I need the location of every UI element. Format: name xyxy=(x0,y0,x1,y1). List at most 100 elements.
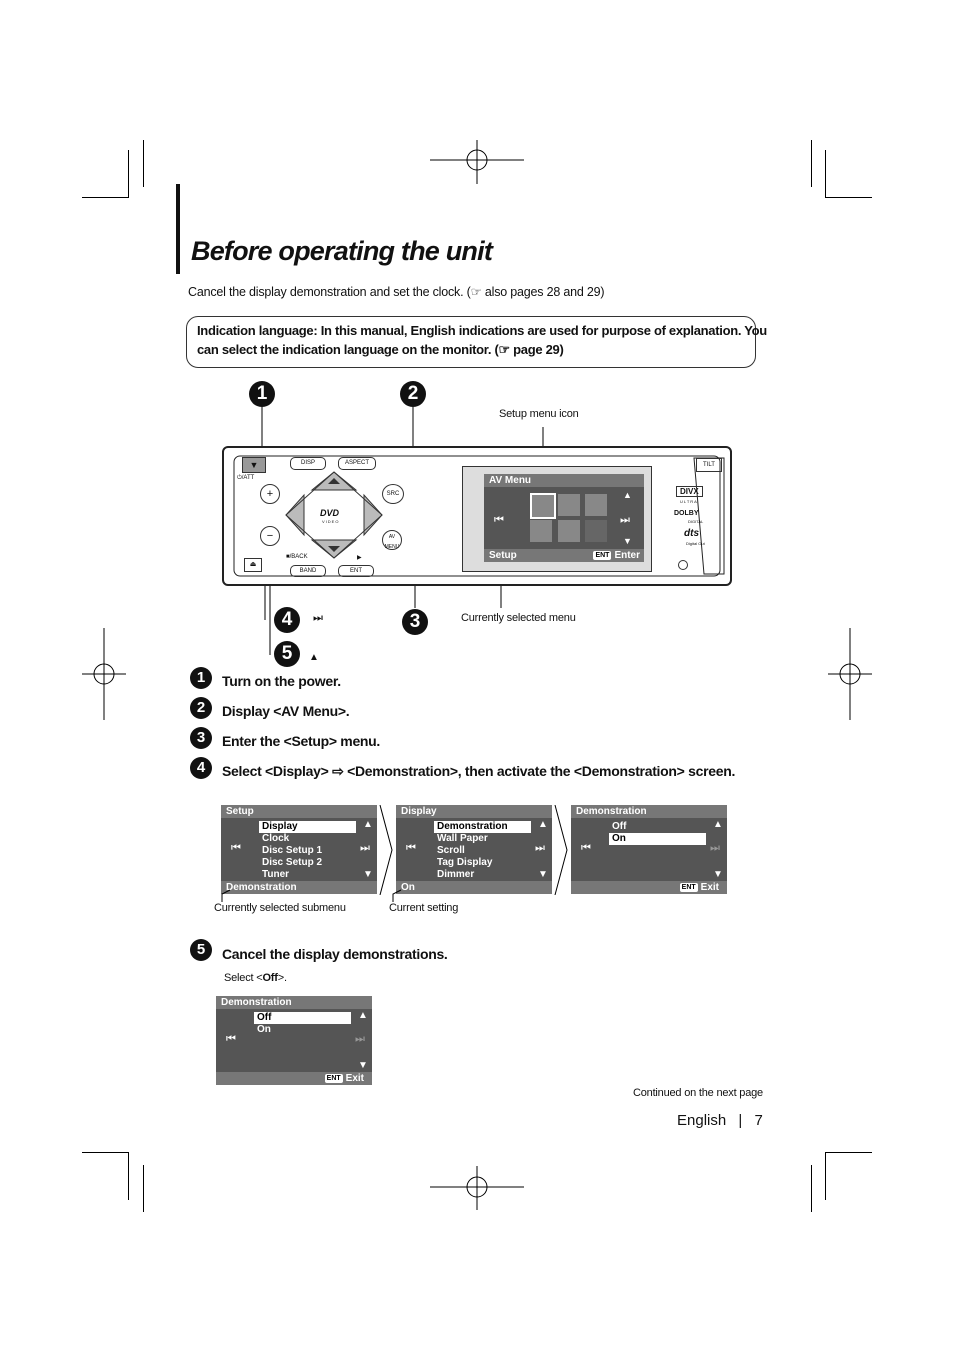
demo2-screen-header: Demonstration xyxy=(216,996,372,1009)
setup-item-clock[interactable]: Clock xyxy=(262,833,290,844)
label-currently-selected-submenu: Currently selected submenu xyxy=(214,902,346,914)
setup-screen-footer: Demonstration xyxy=(221,881,377,894)
step-3-text: Enter the <Setup> menu. xyxy=(222,733,381,749)
music-icon[interactable] xyxy=(530,520,552,542)
step-5-text: Cancel the display demonstrations. xyxy=(222,946,448,962)
demo2-up-icon: ▲ xyxy=(358,1010,368,1021)
av-menu-button[interactable]: AV MENU xyxy=(382,530,402,550)
screen-leader-lines xyxy=(221,889,402,902)
step-3-number: 3 xyxy=(190,727,212,749)
back-label: ■/BACK xyxy=(286,554,308,560)
demo2-next-icon: ⏭ xyxy=(355,1033,365,1045)
att-label: ⏻/ATT xyxy=(237,475,255,481)
display-item-demonstration[interactable]: Demonstration xyxy=(434,821,531,833)
speaker-icon[interactable] xyxy=(585,494,607,516)
language-note: Indication language: In this manual, Eng… xyxy=(186,316,767,368)
select-suffix: >. xyxy=(277,972,287,984)
registration-mark-right xyxy=(828,628,872,720)
setup-screen-header: Setup xyxy=(221,805,377,818)
demo2-prev-icon: ⏮ xyxy=(226,1033,236,1045)
device-faceplate: ▼ ⏻/ATT DISP ASPECT TILT + − SRC AV MENU… xyxy=(222,446,732,586)
reset-button[interactable] xyxy=(678,560,688,570)
dolby-digital-logo: DIGITAL xyxy=(688,519,704,524)
select-prefix: Select < xyxy=(224,972,263,984)
blank-icon xyxy=(585,520,607,542)
callout-5: 5 xyxy=(274,641,300,667)
continued-note: Continued on the next page xyxy=(633,1087,763,1099)
power-button[interactable]: ▼ xyxy=(242,457,266,473)
setup-item-tuner[interactable]: Tuner xyxy=(262,869,290,880)
note-line-2: can select the indication language on th… xyxy=(197,342,564,357)
step-4-text: Select <Display> ⇨ <Demonstration>, then… xyxy=(222,763,736,779)
ent-badge: ENT xyxy=(593,550,612,560)
display-item-scroll[interactable]: Scroll xyxy=(437,845,465,856)
equalizer-icon[interactable] xyxy=(558,494,580,516)
demo-item-on[interactable]: On xyxy=(609,833,706,845)
band-button[interactable]: BAND xyxy=(290,565,326,577)
demo2-item-on[interactable]: On xyxy=(257,1024,271,1035)
disp-button[interactable]: DISP xyxy=(290,457,326,470)
display-item-tag-display[interactable]: Tag Display xyxy=(437,857,493,868)
src-button[interactable]: SRC xyxy=(382,484,404,504)
setup-item-disc-setup-1[interactable]: Disc Setup 1 xyxy=(262,845,323,856)
demo2-item-off[interactable]: Off xyxy=(254,1012,351,1024)
registration-mark-bottom xyxy=(430,1166,524,1210)
direction-pad[interactable] xyxy=(284,470,384,560)
step-2-number: 2 xyxy=(190,697,212,719)
volume-down-button[interactable]: − xyxy=(260,526,280,546)
display-screen: Display Demonstration Wall Paper Scroll … xyxy=(396,805,552,894)
footer-separator: | xyxy=(738,1112,743,1129)
callout-3: 3 xyxy=(402,609,428,635)
display-next-icon: ⏭ xyxy=(535,842,545,854)
down-arrow-icon: ▼ xyxy=(623,536,632,546)
chevron-right-icon xyxy=(379,805,393,895)
display-prev-icon: ⏮ xyxy=(406,842,416,854)
step-1-number: 1 xyxy=(190,667,212,689)
dts-digital-out-logo: Digital Out xyxy=(686,541,705,546)
demo-next-icon: ⏭ xyxy=(710,842,720,854)
intro-text: Cancel the display demonstration and set… xyxy=(188,285,605,299)
demo-item-off[interactable]: Off xyxy=(612,821,627,832)
display-item-dimmer[interactable]: Dimmer xyxy=(437,869,475,880)
ent-button[interactable]: ENT xyxy=(338,565,374,577)
tilt-button[interactable]: TILT xyxy=(696,458,722,472)
setup-prev-icon: ⏮ xyxy=(231,842,241,854)
select-value: Off xyxy=(262,972,278,984)
page-footer: English | 7 xyxy=(677,1112,763,1129)
aspect-button[interactable]: ASPECT xyxy=(338,457,376,470)
play-label: ▶ xyxy=(357,555,362,561)
setup-item-disc-setup-2[interactable]: Disc Setup 2 xyxy=(262,857,323,868)
page-number: 7 xyxy=(754,1112,763,1129)
footer-language: English xyxy=(677,1112,727,1129)
setup-up-icon: ▲ xyxy=(363,819,373,830)
label-setup-menu-icon: Setup menu icon xyxy=(499,408,579,420)
dvd-logo: DVD xyxy=(320,508,340,518)
setup-next-icon: ⏭ xyxy=(360,842,370,854)
display-item-wall-paper[interactable]: Wall Paper xyxy=(437,833,488,844)
setup-down-icon: ▼ xyxy=(363,869,373,880)
step-1-text: Turn on the power. xyxy=(222,673,341,689)
volume-up-button[interactable]: + xyxy=(260,484,280,504)
demo-prev-icon: ⏮ xyxy=(581,842,591,854)
demo-down-icon: ▼ xyxy=(713,869,723,880)
screen-header: AV Menu xyxy=(484,474,644,487)
demo2-ent-badge: ENT xyxy=(324,1073,343,1083)
display-screen-footer: On xyxy=(396,881,552,894)
eject-button[interactable]: ⏏ xyxy=(244,558,262,572)
callout-1: 1 xyxy=(249,381,275,407)
title-bar xyxy=(176,184,180,274)
demo2-down-icon: ▼ xyxy=(358,1060,368,1071)
label-current-setting: Current setting xyxy=(389,902,459,914)
prev-icon: ⏮ xyxy=(494,514,504,526)
setup-menu-icon[interactable] xyxy=(530,493,556,519)
demo-ent-badge: ENT xyxy=(679,882,698,892)
setup-item-display[interactable]: Display xyxy=(259,821,356,833)
display-screen-header: Display xyxy=(396,805,552,818)
setup-screen: Setup Display Clock Disc Setup 1 Disc Se… xyxy=(221,805,377,894)
list-icon[interactable] xyxy=(558,520,580,542)
enter-label: Enter xyxy=(614,550,640,561)
page-title: Before operating the unit xyxy=(191,236,493,266)
